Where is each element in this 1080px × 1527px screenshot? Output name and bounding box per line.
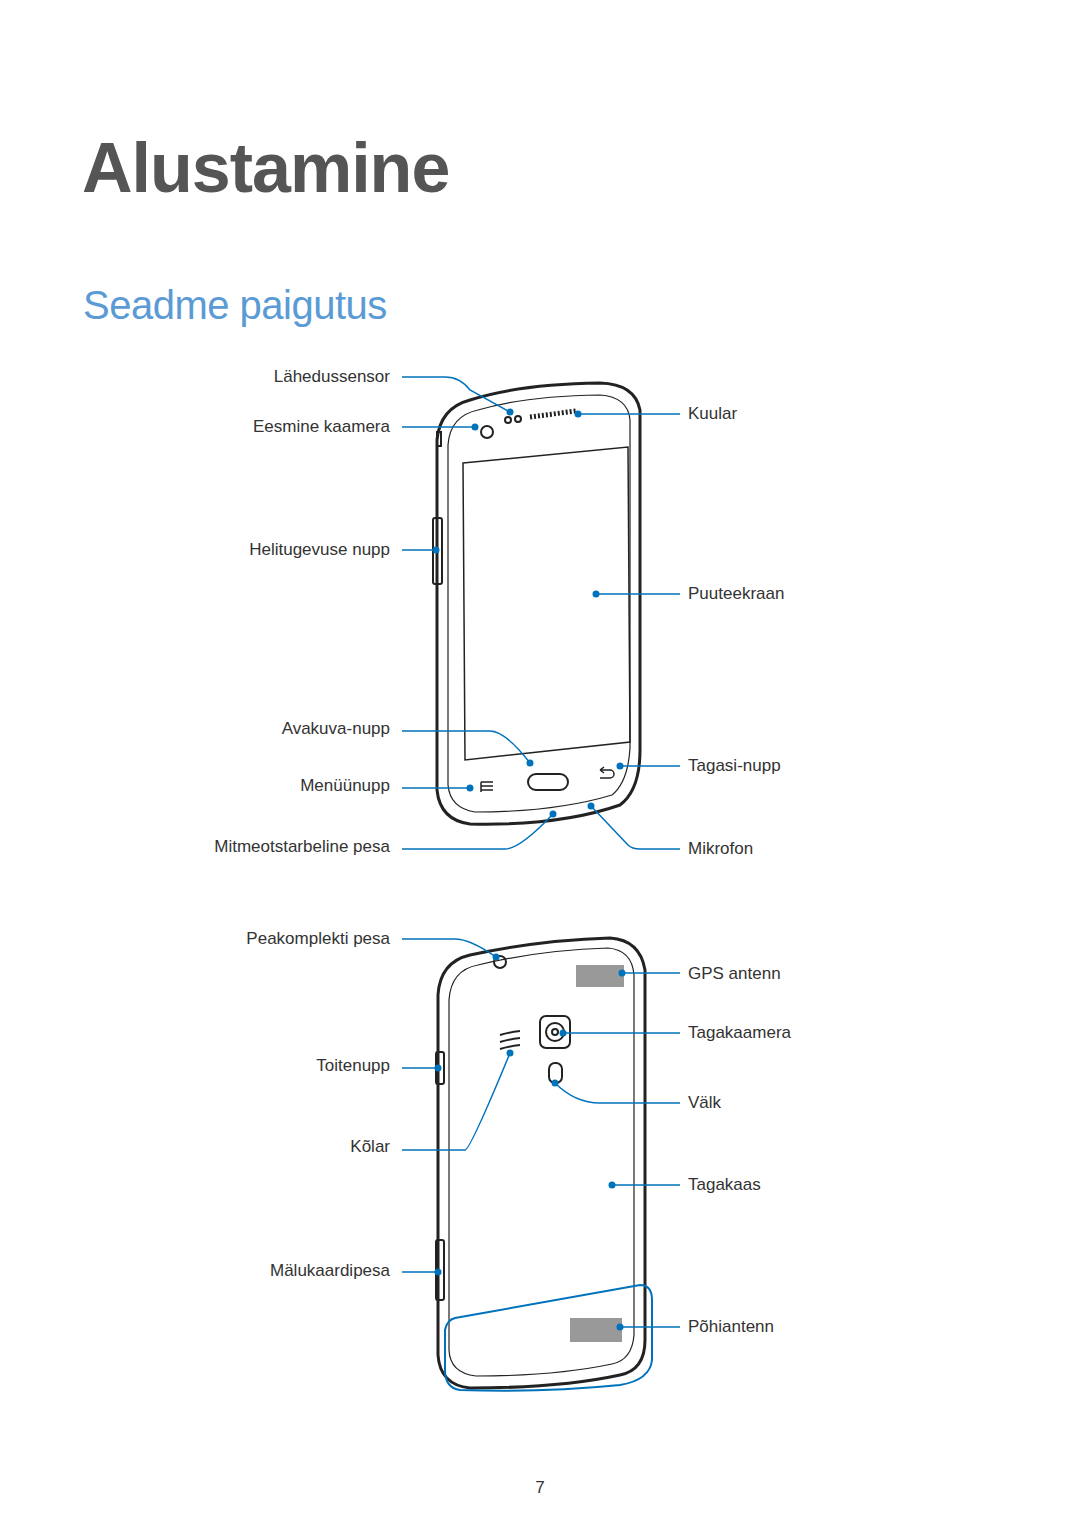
- part-label: Kuular: [688, 404, 737, 424]
- part-label: Toitenupp: [316, 1056, 390, 1076]
- page-number: 7: [535, 1478, 544, 1498]
- part-label: Peakomplekti pesa: [246, 929, 390, 949]
- part-label: Tagasi-nupp: [688, 756, 781, 776]
- part-label: Põhiantenn: [688, 1317, 774, 1337]
- part-label: Eesmine kaamera: [253, 417, 390, 437]
- part-label: Tagakaas: [688, 1175, 761, 1195]
- chapter-title: Alustamine: [82, 128, 449, 208]
- part-label: Helitugevuse nupp: [249, 540, 390, 560]
- part-label: Mikrofon: [688, 839, 753, 859]
- part-label: Mälukaardipesa: [270, 1261, 390, 1281]
- part-label: Puuteekraan: [688, 584, 784, 604]
- part-label: Kõlar: [350, 1137, 390, 1157]
- part-label: Avakuva-nupp: [282, 719, 390, 739]
- part-label: GPS antenn: [688, 964, 781, 984]
- part-label: Menüünupp: [300, 776, 390, 796]
- part-label: Välk: [688, 1093, 721, 1113]
- part-label: Tagakaamera: [688, 1023, 791, 1043]
- section-heading: Seadme paigutus: [83, 281, 387, 329]
- part-label: Lähedussensor: [274, 367, 390, 387]
- part-label: Mitmeotstarbeline pesa: [214, 837, 390, 857]
